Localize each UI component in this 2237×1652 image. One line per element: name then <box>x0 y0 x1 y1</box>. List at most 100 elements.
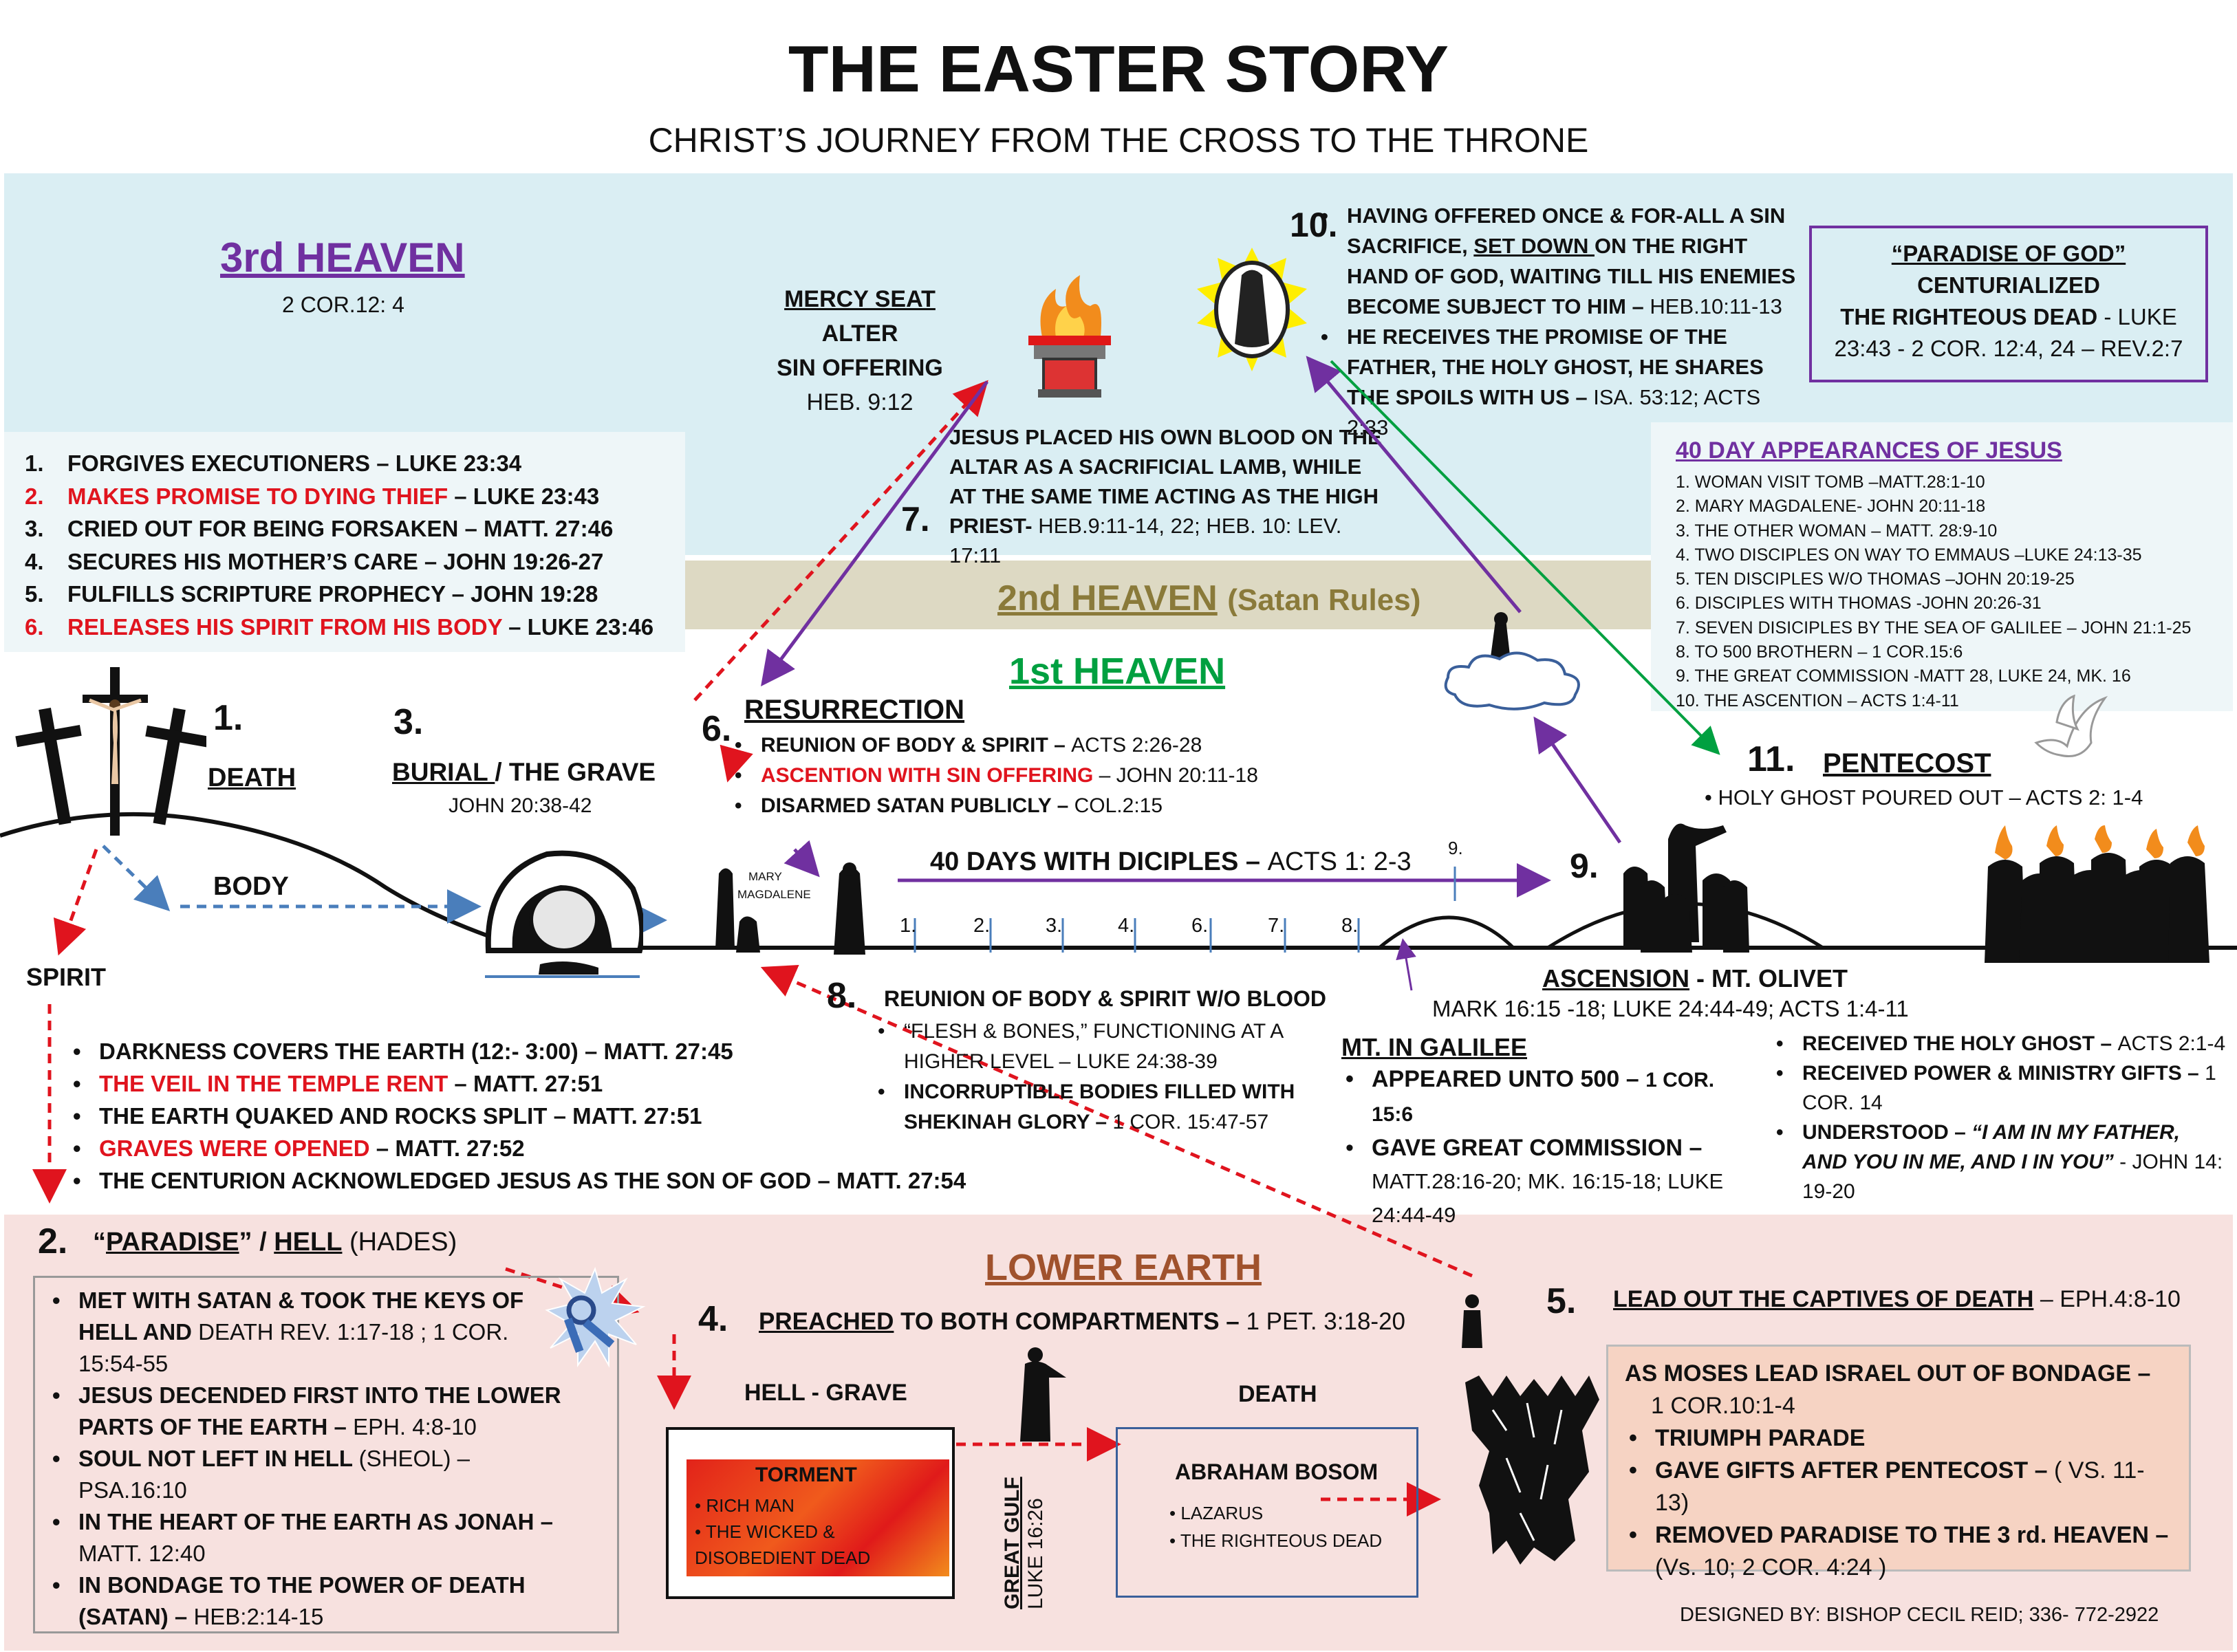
galilee-b1-ref: 1 COR. 15:6 <box>1372 1069 1715 1126</box>
step5-ref: – EPH.4:8-10 <box>2033 1286 2181 1312</box>
abraham-list: • LAZARUS • THE RIGHTEOUS DEAD <box>1169 1499 1382 1554</box>
page-title: THE EASTER STORY <box>788 32 1449 106</box>
burial-label: BURIAL <box>392 758 495 786</box>
galilee-b2: GAVE GREAT COMMISSION – <box>1372 1135 1703 1161</box>
appearance-item: 8. TO 500 BROTHERN – 1 COR.15:6 <box>1676 642 1963 662</box>
first-heaven-label: 1st HEAVEN <box>1009 651 1226 692</box>
event-3-text: THE EARTH QUAKED AND ROCKS SPLIT – MATT.… <box>99 1103 702 1129</box>
torment-list: • RICH MAN • THE WICKED & DISOBEDIENT DE… <box>695 1492 901 1571</box>
saying-6: 6.RELEASES HIS SPIRIT FROM HIS BODY – LU… <box>25 611 685 644</box>
step3-label: BURIAL / THE GRAVE <box>392 758 656 787</box>
received-list: RECEIVED THE HOLY GHOST – ACTS 2:1-4 REC… <box>1772 1029 2226 1206</box>
cross-sayings-list: 1.FORGIVES EXECUTIONERS – LUKE 23:34 2.M… <box>25 447 685 643</box>
step2-item-1: MET WITH SATAN & TOOK THE KEYS OF HELL A… <box>48 1285 571 1380</box>
paradise-ref-a: - LUKE <box>2097 304 2177 329</box>
step7-text: JESUS PLACED HIS OWN BLOOD ON THE ALTAR … <box>949 422 1390 570</box>
cloud-ascension-icon <box>1434 612 1592 715</box>
saying-4-text: SECURES HIS MOTHER’S CARE – JOHN 19:26-2… <box>67 548 604 574</box>
ascension-suffix: - MT. OLIVET <box>1689 964 1848 992</box>
saying-6-num: 6. <box>25 613 44 640</box>
appearances-title: 40 DAY APPEARANCES OF JESUS <box>1676 437 2062 464</box>
mary-magdalene-figures-icon <box>709 860 901 956</box>
cross-sayings-panel <box>4 432 685 652</box>
keys-icon <box>543 1265 647 1369</box>
altar-fire-icon <box>1015 275 1125 399</box>
tick-label: 3. <box>1046 915 1063 937</box>
abraham-bosom-title: ABRAHAM BOSOM <box>1175 1459 1379 1484</box>
tick-label: 8. <box>1341 915 1359 937</box>
saying-4-num: 4. <box>25 548 44 574</box>
step2-item-1-ref: DEATH REV. 1:17-18 ; 1 COR. 15:54-55 <box>78 1319 509 1376</box>
mercy-seat-ref: HEB. 9:12 <box>806 389 914 415</box>
appearance-item: 2. MARY MAGDALENE- JOHN 20:11-18 <box>1676 497 1986 517</box>
tick-label: 6. <box>1191 915 1209 937</box>
received-b1: RECEIVED THE HOLY GHOST – <box>1802 1032 2118 1055</box>
step3-number: 3. <box>393 702 424 742</box>
saying-2-ref: – LUKE 23:43 <box>448 483 600 509</box>
step2-item-4-text: IN THE HEART OF THE EARTH AS JONAH – <box>78 1509 553 1534</box>
step1-number: 1. <box>213 698 244 738</box>
event-4-text: GRAVES WERE OPENED <box>99 1135 370 1161</box>
step2-item-2-text: JESUS DECENDED FIRST INTO THE LOWER PART… <box>78 1382 561 1439</box>
event-5-text: THE CENTURION ACKNOWLEDGED JESUS AS THE … <box>99 1168 966 1193</box>
step6-b1-ref: ACTS 2:26-28 <box>1071 734 1202 757</box>
step4-ref: 1 PET. 3:18-20 <box>1246 1308 1406 1335</box>
appearance-item: 10. THE ASCENTION – ACTS 1:4-11 <box>1676 691 1959 710</box>
saying-5-num: 5. <box>25 581 44 607</box>
received-b2-ref: 1 COR. 14 <box>1802 1062 2216 1114</box>
moses-b4-ref: (Vs. 10; 2 COR. 4:24 ) <box>1655 1554 1887 1580</box>
saying-3: 3.CRIED OUT FOR BEING FORSAKEN – MATT. 2… <box>25 512 685 545</box>
saying-6-text: RELEASES HIS SPIRIT FROM HIS BODY <box>67 613 502 640</box>
moses-item-1: AS MOSES LEAD ISRAEL OUT OF BONDAGE –1 C… <box>1625 1358 2175 1422</box>
step2-item-1-text: MET WITH SATAN & TOOK THE KEYS OF HELL A… <box>78 1287 524 1345</box>
step11-text: • HOLY GHOST POURED OUT – ACTS 2: 1-4 <box>1705 785 2143 809</box>
step2-item-4: IN THE HEART OF THE EARTH AS JONAH – MAT… <box>48 1506 571 1569</box>
step3-ref: JOHN 20:38-42 <box>449 794 592 817</box>
forty-days-ref: ACTS 1: 2-3 <box>1267 847 1412 876</box>
galilee-b1: APPEARED UNTO 500 – <box>1372 1066 1646 1092</box>
step10-b1-ref: HEB.10:11-13 <box>1650 294 1782 318</box>
saying-2-text: MAKES PROMISE TO DYING THIEF <box>67 483 449 509</box>
step2-item-2: JESUS DECENDED FIRST INTO THE LOWER PART… <box>48 1380 571 1443</box>
step2-title: “PARADISE” / HELL (HADES) <box>93 1228 457 1257</box>
step2-item-5-text: IN BONDAGE TO THE POWER OF DEATH (SATAN)… <box>78 1572 526 1629</box>
tick-label: 7. <box>1268 915 1285 937</box>
galilee-item-1: APPEARED UNTO 500 – 1 COR. 15:6 <box>1341 1063 1740 1131</box>
received-b1-ref: ACTS 2:1-4 <box>2117 1032 2226 1055</box>
torment-panel <box>687 1459 949 1576</box>
moses-list: AS MOSES LEAD ISRAEL OUT OF BONDAGE –1 C… <box>1625 1358 2175 1584</box>
tick-label: 4. <box>1118 915 1135 937</box>
step8-b2-ref: 1 COR. 15:47-57 <box>1112 1111 1269 1133</box>
torment-item-2: • THE WICKED & DISOBEDIENT DEAD <box>695 1521 871 1568</box>
step11-number: 11. <box>1747 739 1795 779</box>
saying-2-num: 2. <box>25 483 44 509</box>
step4-rest: TO BOTH COMPARTMENTS – <box>894 1308 1246 1335</box>
dove-icon <box>2029 695 2112 763</box>
step10-b1-set-down: SET DOWN <box>1473 234 1595 258</box>
second-heaven-label: 2nd HEAVEN (Satan Rules) <box>997 578 1420 619</box>
step2-number: 2. <box>38 1221 68 1261</box>
step6-b3-ref: COL.2:15 <box>1074 794 1163 817</box>
torment-title: TORMENT <box>755 1464 857 1486</box>
step6-item-3: DISARMED SATAN PUBLICLY – COL.2:15 <box>731 791 1258 821</box>
abraham-item-2: • THE RIGHTEOUS DEAD <box>1169 1530 1383 1551</box>
paradise-title: “PARADISE OF GOD” <box>1891 241 2126 266</box>
mary-label-2: MAGDALENE <box>737 888 811 901</box>
body-label: BODY <box>213 872 289 901</box>
step6-title: RESURRECTION <box>744 695 965 725</box>
saying-5-text: FULFILLS SCRIPTURE PROPHECY – JOHN 19:28 <box>67 581 598 607</box>
great-gulf-title: GREAT GULF <box>1001 1477 1024 1609</box>
galilee-title: MT. IN GALILEE <box>1341 1033 1527 1061</box>
step2-list: MET WITH SATAN & TOOK THE KEYS OF HELL A… <box>48 1285 571 1633</box>
grave-label: / THE GRAVE <box>495 758 656 786</box>
appearance-item: 3. THE OTHER WOMAN – MATT. 28:9-10 <box>1676 521 1998 541</box>
mercy-seat-label: MERCY SEAT <box>784 286 936 312</box>
event-4-ref: – MATT. 27:52 <box>369 1135 525 1161</box>
tick-label: 1. <box>900 915 917 937</box>
step8-title: REUNION OF BODY & SPIRIT W/O BLOOD <box>884 986 1326 1011</box>
second-heaven-title: 2nd HEAVEN <box>997 578 1218 618</box>
designer-credit: DESIGNED BY: BISHOP CECIL REID; 336- 772… <box>1680 1604 2159 1626</box>
appearance-item: 4. TWO DISCIPLES ON WAY TO EMMAUS –LUKE … <box>1676 545 2142 565</box>
saying-2: 2. MAKES PROMISE TO DYING THIEF – LUKE 23… <box>25 480 685 513</box>
abraham-item-1: • LAZARUS <box>1169 1503 1264 1523</box>
